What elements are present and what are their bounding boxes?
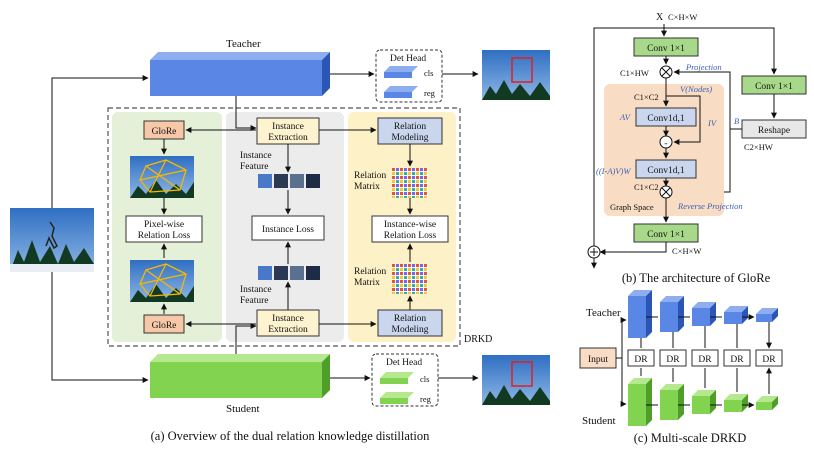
minus-label: - bbox=[664, 139, 667, 149]
teacher-cls-label: cls bbox=[424, 68, 433, 78]
student-cls-label: cls bbox=[420, 374, 429, 384]
drkd-label: DRKD bbox=[464, 334, 492, 345]
av-label: AV bbox=[619, 112, 632, 122]
dr-box-3 bbox=[691, 349, 719, 367]
dr-box-1 bbox=[627, 349, 655, 367]
panel-b: X C×H×W Conv 1×1 Projection C1×HW Conv 1… bbox=[587, 12, 807, 285]
panel-b-caption: (b) The architecture of GloRe bbox=[622, 271, 771, 285]
instance-feature-top-1: Instance bbox=[240, 151, 272, 161]
dr-label-4: DR bbox=[730, 355, 744, 365]
instance-feature-bottom-2: Feature bbox=[240, 296, 269, 306]
glore-top-label: GloRe bbox=[152, 127, 177, 137]
relation-modeling-top bbox=[377, 117, 443, 145]
instance-feature-top-2: Feature bbox=[240, 162, 269, 172]
pixel-loss-label-1: Pixel-wise bbox=[144, 220, 184, 230]
teacher-det-head: Det Head cls reg bbox=[375, 49, 443, 103]
panel-c-teacher: Teacher bbox=[586, 307, 621, 319]
relation-modeling-bottom-1: Relation bbox=[394, 314, 426, 324]
instance-extraction-bottom-2: Extraction bbox=[268, 325, 308, 335]
student-reg-label: reg bbox=[420, 394, 432, 404]
instance-extraction-bottom bbox=[256, 309, 320, 337]
dr-box-2 bbox=[659, 349, 687, 367]
relation-matrix-bottom-2: Matrix bbox=[354, 278, 380, 288]
b-label: B bbox=[734, 116, 739, 126]
pixel-loss-box bbox=[125, 215, 203, 243]
reshape-label: Reshape bbox=[758, 126, 790, 136]
input-image bbox=[10, 208, 94, 272]
teacher-backbone bbox=[150, 52, 330, 96]
reverse-projection-label: Reverse Projection bbox=[677, 201, 743, 211]
dim-chw-top: C×H×W bbox=[668, 12, 697, 22]
pixel-loss-label-2: Relation Loss bbox=[138, 231, 191, 241]
vnodes-label: V(Nodes) bbox=[680, 84, 712, 94]
conv11-right-label: Conv 1×1 bbox=[755, 82, 793, 92]
instance-crops-bottom bbox=[258, 266, 320, 280]
relation-matrix-top bbox=[392, 168, 428, 198]
instance-extraction-bottom-1: Instance bbox=[272, 314, 304, 324]
dr-label-5: DR bbox=[762, 355, 776, 365]
relation-matrix-top-2: Matrix bbox=[354, 182, 380, 192]
student-label: Student bbox=[226, 403, 260, 415]
instance-loss-label: Instance Loss bbox=[262, 225, 314, 235]
relation-matrix-bottom bbox=[392, 264, 428, 294]
relation-matrix-top-1: Relation bbox=[354, 171, 386, 181]
instance-loss-box bbox=[251, 215, 325, 241]
instance-relation-loss-1: Instance-wise bbox=[384, 220, 436, 230]
panel-a: Teacher Student Det Head cls reg bbox=[10, 38, 550, 443]
instance-feature-bottom-1: Instance bbox=[240, 285, 272, 295]
instance-extraction-top-2: Extraction bbox=[268, 133, 308, 143]
iv-label: IV bbox=[707, 118, 718, 128]
teacher-reg-label: reg bbox=[424, 88, 436, 98]
instance-relation-loss-box bbox=[371, 215, 449, 243]
teacher-label: Teacher bbox=[226, 38, 261, 50]
relation-matrix-bottom-1: Relation bbox=[354, 267, 386, 277]
c1hw-label: C1×HW bbox=[620, 68, 649, 78]
student-pyramid bbox=[628, 378, 778, 426]
student-backbone bbox=[150, 354, 330, 398]
conv11-top-label: Conv 1×1 bbox=[647, 44, 685, 54]
relation-modeling-bottom-2: Modeling bbox=[392, 325, 429, 335]
panel-c-student: Student bbox=[582, 415, 616, 427]
teacher-det-head-label: Det Head bbox=[390, 54, 426, 64]
dr-label-2: DR bbox=[666, 355, 680, 365]
glore-bottom-label: GloRe bbox=[152, 321, 177, 331]
dr-row: DR DR DR DR DR bbox=[627, 349, 783, 367]
dr-label-1: DR bbox=[634, 355, 648, 365]
conv11-bottom-label: Conv 1×1 bbox=[647, 230, 685, 240]
relation-modeling-bottom bbox=[377, 309, 443, 337]
panel-a-caption: (a) Overview of the dual relation knowle… bbox=[151, 429, 430, 443]
instance-crops-top bbox=[258, 174, 320, 188]
panel-c-caption: (c) Multi-scale DRKD bbox=[634, 431, 746, 445]
dr-label-3: DR bbox=[698, 355, 712, 365]
iav-w-label: ((I-A)V)W bbox=[596, 166, 631, 176]
student-output-image bbox=[482, 355, 550, 405]
projection-label: Projection bbox=[685, 62, 722, 72]
conv1d-bottom-label: Conv1d,1 bbox=[647, 166, 684, 176]
dr-box-4 bbox=[723, 349, 751, 367]
c1c2-top: C1×C2 bbox=[634, 92, 659, 102]
drkd-dashed-box bbox=[107, 107, 461, 347]
glore-box-bottom bbox=[143, 314, 185, 334]
instance-extraction-top-1: Instance bbox=[272, 122, 304, 132]
teacher-pyramid bbox=[628, 290, 778, 338]
teacher-output-image bbox=[482, 50, 550, 100]
c2hw-label: C2×HW bbox=[744, 142, 773, 152]
input-x: X bbox=[656, 12, 664, 23]
graph-space-label: Graph Space bbox=[610, 202, 654, 212]
pixel-graph-image-bottom bbox=[130, 260, 194, 302]
relation-modeling-top-1: Relation bbox=[394, 122, 426, 132]
pixel-graph-image-top bbox=[130, 156, 194, 198]
dim-chw-bottom: C×H×W bbox=[672, 246, 701, 256]
student-det-head-label: Det Head bbox=[386, 358, 422, 368]
student-det-head: Det Head cls reg bbox=[371, 353, 439, 407]
instance-relation-loss-2: Relation Loss bbox=[384, 231, 437, 241]
conv1d-top-label: Conv1d,1 bbox=[647, 114, 684, 124]
c1c2-bottom: C1×C2 bbox=[634, 182, 659, 192]
relation-modeling-top-2: Modeling bbox=[392, 133, 429, 143]
panel-c-input-label: Input bbox=[588, 355, 608, 365]
panel-c: Teacher Student Input DR DR bbox=[579, 290, 783, 445]
